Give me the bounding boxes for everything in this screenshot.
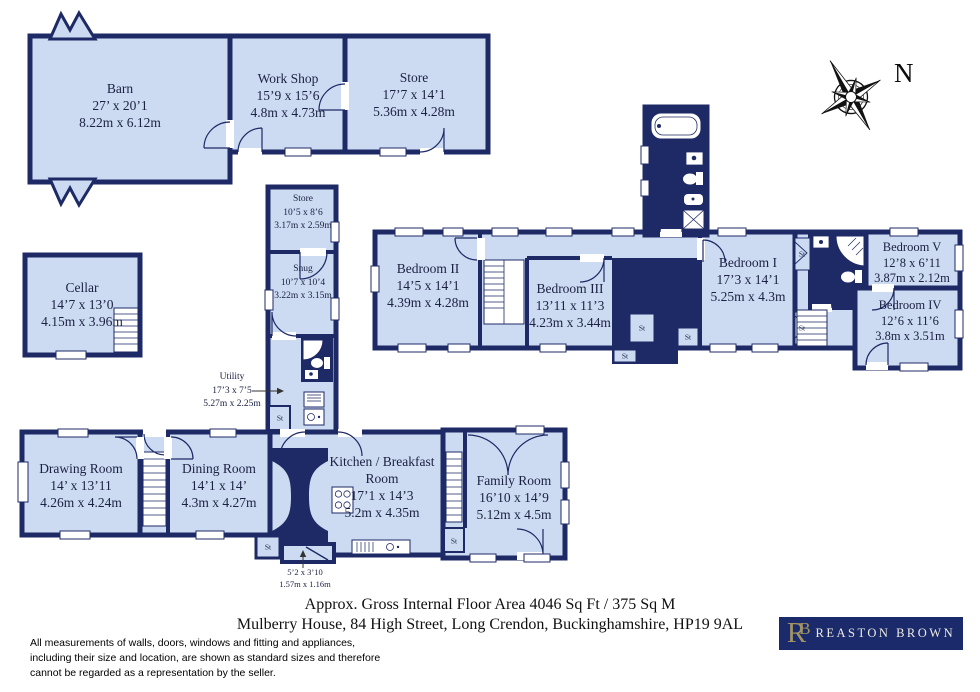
ground-floor-windows [17, 425, 570, 563]
disclaimer-text: All measurements of walls, doors, window… [30, 637, 381, 679]
logo-name: REASTON BROWN [815, 626, 956, 640]
storage-label: St [621, 351, 629, 361]
porch [254, 534, 336, 568]
toilet-icon [683, 173, 697, 185]
bathtub-icon [650, 112, 702, 140]
wc-room [301, 338, 333, 382]
storage-label: St [638, 323, 646, 333]
cellar-window [55, 350, 87, 360]
address-text: Mulberry House, 84 High Street, Long Cre… [236, 616, 744, 633]
toilet-icon [841, 271, 855, 283]
storage-label: St [450, 536, 458, 546]
outbuilding-windows [284, 147, 407, 157]
shower-icon [302, 339, 324, 361]
chimney-breast [272, 448, 328, 544]
bathroom-room [640, 104, 710, 238]
utility-arrow [252, 387, 284, 395]
first-floor-stairs [483, 259, 525, 325]
logo-monogram-b: B [799, 618, 811, 638]
barn-opening-jag-bottom [47, 177, 98, 209]
outbuilding [27, 9, 491, 209]
compass-rose [821, 60, 881, 131]
first-floor-windows [370, 227, 964, 372]
first-floor [370, 104, 964, 372]
agency-logo: R B REASTON BROWN [779, 617, 963, 650]
floor-area-text: Approx. Gross Internal Floor Area 4046 S… [304, 596, 676, 613]
utility-appliances [303, 391, 325, 426]
storage-label: St [798, 249, 806, 259]
toilet-icon [311, 358, 323, 368]
storage-label: St [798, 323, 806, 333]
first-floor-stairs-2 [796, 309, 828, 347]
ground-floor-doors [114, 429, 363, 460]
cellar-room [22, 252, 143, 360]
storage-label: St [684, 332, 692, 342]
outbuilding-doors [203, 82, 445, 156]
storage-label: St [276, 413, 284, 423]
storage-label: St [264, 542, 272, 552]
ground-floor [17, 425, 570, 568]
first-floor-doors [454, 237, 726, 283]
barn-opening-jag-top [47, 9, 98, 41]
landing [612, 258, 700, 364]
cellar-stairs [113, 307, 139, 353]
north-label: N [894, 58, 914, 88]
main-stairs [142, 451, 167, 527]
bedroom45-doors [865, 284, 895, 370]
kitchen-fixtures [331, 486, 411, 555]
kitchen-stairs [443, 451, 465, 553]
logo-monogram-r: R [786, 617, 807, 649]
